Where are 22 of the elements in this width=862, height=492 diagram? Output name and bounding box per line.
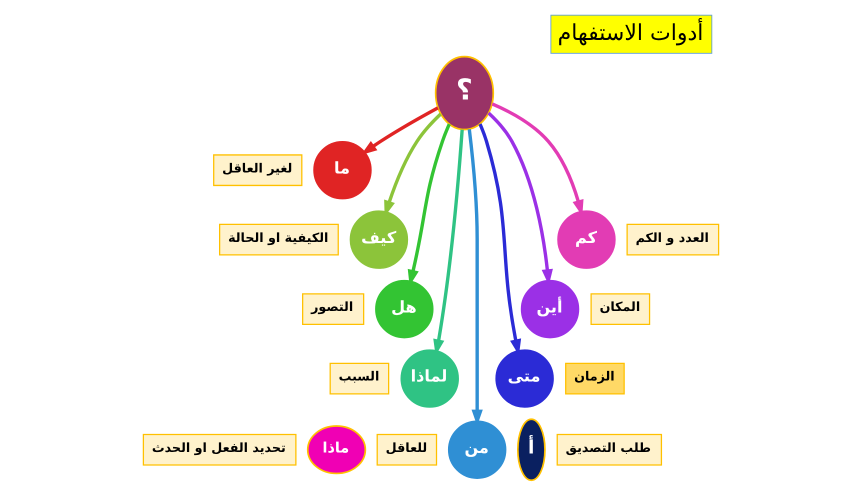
node-box: تحديد الفعل او الحدث [142, 434, 297, 466]
node-circle: هل [375, 280, 434, 338]
node-circle: متى [495, 349, 554, 408]
node-box: المكان [590, 293, 650, 325]
node-circle: كم [557, 210, 616, 269]
node-box: الكيفية او الحالة [219, 224, 339, 256]
node-ellipse: ؟ [434, 56, 494, 130]
node-box: السبب [330, 362, 390, 394]
node-circle: ما [313, 140, 372, 200]
node-ellipse: أ [516, 418, 546, 482]
node-circle: كيف [350, 210, 408, 269]
node-box: التصور [302, 293, 364, 325]
node-circle: لماذا [400, 349, 459, 408]
node-circle: أين [520, 280, 580, 338]
node-box: العدد و الكم [626, 224, 720, 256]
node-box: للعاقل [376, 434, 438, 466]
node-box: لغير العاقل [213, 154, 302, 186]
node-box: طلب التصديق [556, 434, 662, 466]
node-circle: من [448, 420, 506, 479]
node-ellipse: ماذا [306, 425, 366, 474]
diagram-title: أدوات الاستفهام [558, 20, 704, 46]
node-box: الزمان [565, 362, 625, 394]
